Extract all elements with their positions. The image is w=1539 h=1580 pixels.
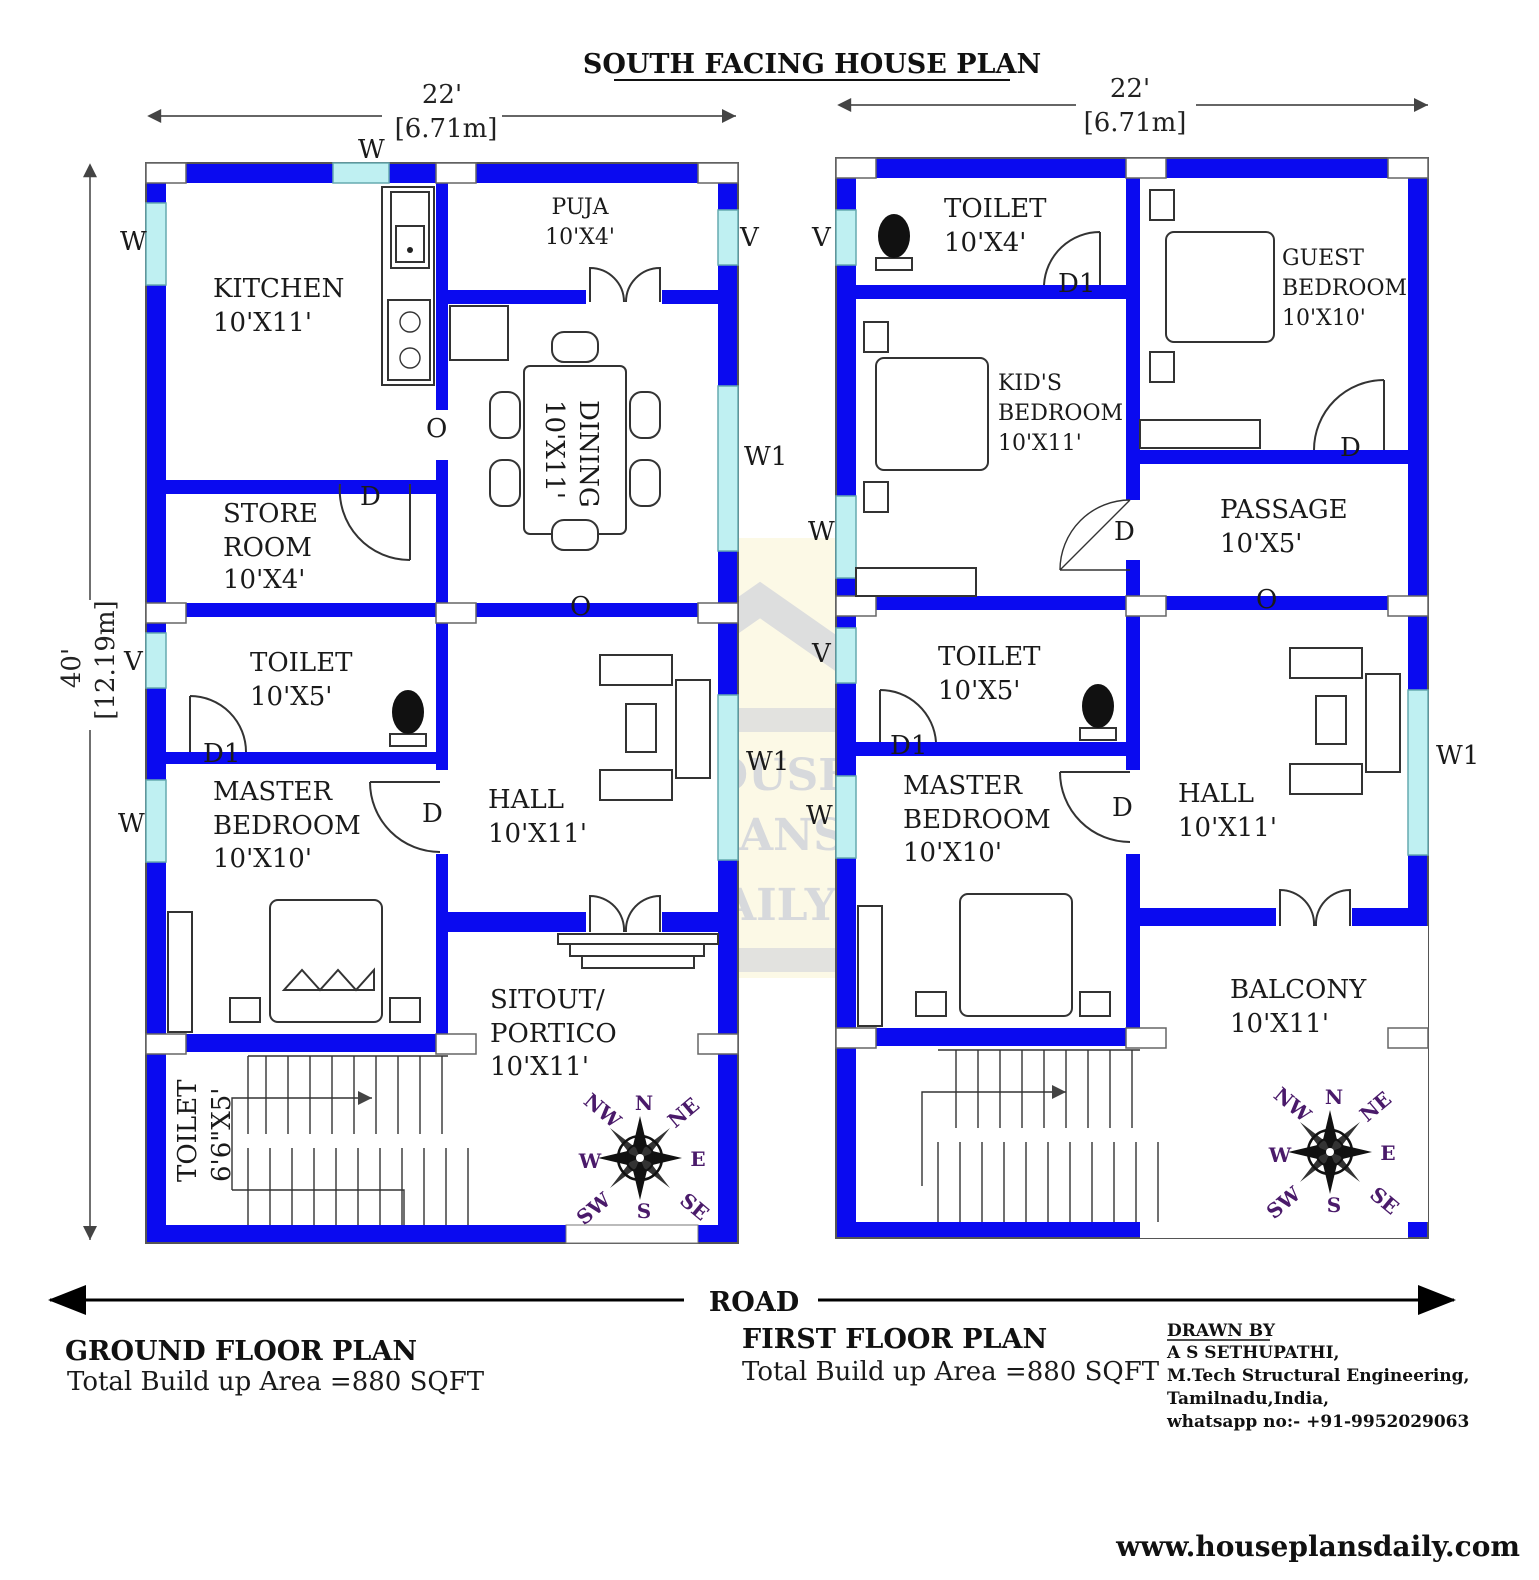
marker-v: V: [811, 223, 832, 253]
marker-v: V: [123, 647, 144, 677]
ff-master-name1: MASTER: [903, 771, 1024, 801]
marker-w1: W1: [746, 747, 789, 777]
marker-d1: D1: [1058, 269, 1095, 299]
page-title: SOUTH FACING HOUSE PLAN: [583, 49, 1041, 80]
ff-kids-name2: BEDROOM: [998, 401, 1123, 426]
credits-line3: M.Tech Structural Engineering,: [1167, 1366, 1469, 1386]
ff-master-size: 10'X10': [903, 838, 1002, 868]
ff-toilet-name: TOILET: [938, 642, 1041, 672]
height-m: [12.19m]: [91, 600, 121, 719]
ff-toilet-top-size: 10'X4': [944, 228, 1026, 258]
ff-guest-name1: GUEST: [1282, 246, 1364, 271]
marker-w: W: [358, 135, 385, 165]
marker-o: O: [570, 592, 591, 622]
credits-line2: A S SETHUPATHI,: [1166, 1343, 1339, 1363]
credits-line4: Tamilnadu,India,: [1167, 1389, 1329, 1409]
marker-w: W: [120, 227, 147, 257]
gf-master-name1: MASTER: [213, 777, 334, 807]
svg-text:E: E: [690, 1147, 705, 1171]
svg-text:E: E: [1380, 1141, 1395, 1165]
gf-toilet-small-size: 6'6"X5': [207, 1088, 237, 1182]
marker-d: D: [360, 482, 381, 512]
ff-width-ft: 22': [1110, 74, 1150, 104]
gf-hall-name: HALL: [488, 785, 564, 815]
marker-w: W: [118, 809, 145, 839]
credits-line1: DRAWN BY: [1167, 1321, 1276, 1341]
svg-text:S: S: [1327, 1193, 1341, 1217]
ff-width-m: [6.71m]: [1084, 108, 1187, 138]
first-floor-labels: TOILET 10'X4' GUEST BEDROOM 10'X10' KID'…: [806, 194, 1479, 1039]
marker-o: O: [1256, 585, 1277, 615]
svg-text:W: W: [1268, 1143, 1292, 1167]
gf-kitchen-size: 10'X11': [213, 308, 312, 338]
gf-puja-size: 10'X4': [545, 225, 615, 250]
ff-master-name2: BEDROOM: [903, 805, 1051, 835]
gf-sitout-name2: PORTICO: [490, 1019, 617, 1049]
gf-store-name2: ROOM: [223, 533, 312, 563]
gf-compass: N NE E SE S SW W NW: [572, 1088, 714, 1229]
ff-hall-size: 10'X11': [1178, 813, 1277, 843]
marker-o: O: [426, 414, 447, 444]
credits: DRAWN BY A S SETHUPATHI, M.Tech Structur…: [1166, 1321, 1469, 1432]
road-label: ROAD: [709, 1287, 799, 1318]
gf-store-name1: STORE: [223, 499, 318, 529]
gf-store-size: 10'X4': [223, 565, 305, 595]
ff-balcony-name: BALCONY: [1230, 975, 1367, 1005]
ff-passage-name: PASSAGE: [1220, 495, 1348, 525]
ff-caption: FIRST FLOOR PLAN: [742, 1324, 1047, 1355]
gf-width-m: [6.71m]: [395, 114, 498, 144]
marker-w: W: [808, 517, 835, 547]
website-link[interactable]: www.houseplansdaily.com: [1115, 1530, 1520, 1563]
marker-d: D: [422, 799, 443, 829]
svg-text:N: N: [635, 1091, 653, 1115]
gf-toilet-small-name: TOILET: [173, 1079, 203, 1182]
ff-area: Total Build up Area =880 SQFT: [742, 1357, 1160, 1387]
height-ft: 40': [57, 648, 87, 688]
marker-d: D: [1112, 793, 1133, 823]
road-indicator: ROAD: [48, 1285, 1456, 1318]
marker-d1: D1: [890, 731, 927, 761]
marker-w1: W1: [1436, 741, 1479, 771]
gf-puja-name: PUJA: [551, 195, 609, 220]
gf-kitchen-name: KITCHEN: [213, 274, 344, 304]
marker-d1: D1: [203, 739, 240, 769]
marker-d: D: [1340, 433, 1361, 463]
ff-passage-size: 10'X5': [1220, 529, 1302, 559]
ground-floor-labels: KITCHEN 10'X11' PUJA 10'X4' DINING 10'X1…: [118, 135, 789, 1182]
marker-d: D: [1114, 517, 1135, 547]
ff-guest-name2: BEDROOM: [1282, 276, 1407, 301]
ff-kids-name1: KID'S: [998, 371, 1062, 396]
ff-hall-name: HALL: [1178, 779, 1254, 809]
ff-compass: N NE E SE S SW W NW: [1262, 1082, 1404, 1223]
gf-hall-size: 10'X11': [488, 819, 587, 849]
gf-master-name2: BEDROOM: [213, 811, 361, 841]
gf-area: Total Build up Area =880 SQFT: [67, 1367, 485, 1397]
ff-kids-size: 10'X11': [998, 431, 1082, 456]
gf-dining-size: 10'X11': [539, 400, 569, 499]
svg-text:W: W: [578, 1149, 602, 1173]
gf-width-ft: 22': [422, 80, 462, 110]
svg-text:S: S: [637, 1199, 651, 1223]
credits-line5: whatsapp no:- +91-9952029063: [1166, 1412, 1469, 1432]
ff-toilet-top-name: TOILET: [944, 194, 1047, 224]
gf-sitout-size: 10'X11': [490, 1052, 589, 1082]
ff-guest-size: 10'X10': [1282, 306, 1366, 331]
svg-text:N: N: [1325, 1085, 1343, 1109]
gf-sitout-name1: SITOUT/: [490, 985, 605, 1015]
gf-toilet-size: 10'X5': [250, 682, 332, 712]
first-floor-plan: [835, 157, 1429, 1239]
gf-caption: GROUND FLOOR PLAN: [65, 1336, 417, 1367]
ff-balcony-size: 10'X11': [1230, 1009, 1329, 1039]
marker-v: V: [811, 639, 832, 669]
gf-dining-name: DINING: [573, 400, 603, 508]
gf-master-size: 10'X10': [213, 844, 312, 874]
ground-floor-plan: [145, 162, 739, 1244]
gf-toilet-name: TOILET: [250, 648, 353, 678]
ff-toilet-size: 10'X5': [938, 676, 1020, 706]
marker-v: V: [739, 223, 760, 253]
marker-w: W: [806, 801, 833, 831]
marker-w1: W1: [744, 442, 787, 472]
